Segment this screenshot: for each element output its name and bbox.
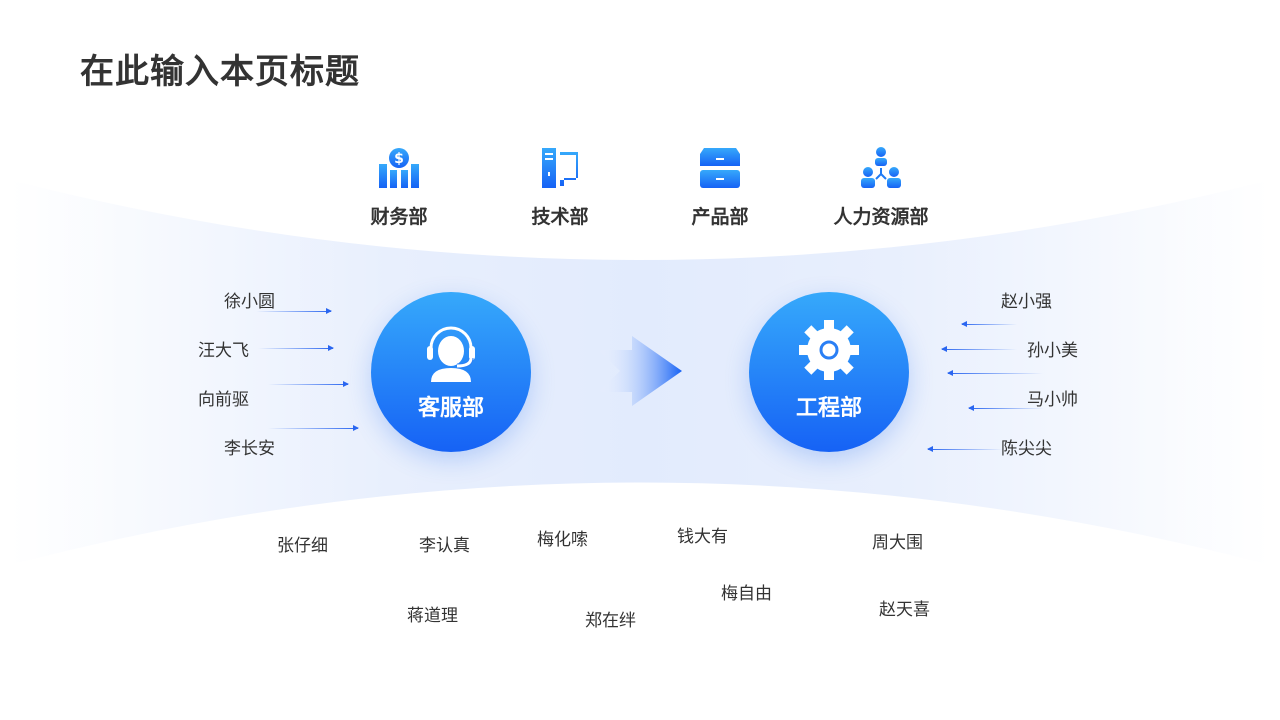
bottom-name: 赵天喜 [879, 600, 930, 620]
right-name: 孙小美 [1027, 341, 1078, 361]
svg-text:$: $ [394, 151, 404, 167]
dept-label: 人力资源部 [833, 206, 929, 228]
bottom-name: 蒋道理 [407, 606, 458, 626]
right-name: 陈尖尖 [1001, 439, 1052, 459]
cabinet-icon [700, 148, 740, 188]
arrow-left [927, 446, 1003, 452]
bottom-name: 钱大有 [677, 527, 728, 547]
bottom-name: 郑在绊 [585, 611, 636, 631]
headset-icon [427, 326, 475, 382]
flow-arrow-icon [598, 336, 682, 406]
dept-product: 产品部 [650, 146, 790, 229]
right-name: 马小帅 [1027, 390, 1078, 410]
arrow-right [258, 345, 334, 351]
source-dept-label: 客服部 [417, 396, 484, 421]
arrow-right [268, 381, 349, 387]
bottom-name: 李认真 [419, 536, 470, 556]
arrow-right [268, 425, 359, 431]
source-dept-circle: 客服部 [371, 292, 531, 452]
computer-icon [542, 148, 578, 188]
dept-tech: 技术部 [490, 146, 630, 229]
gear-icon [799, 320, 859, 380]
bottom-name: 张仔细 [277, 536, 328, 556]
finance-icon: $ [379, 148, 419, 188]
page-title: 在此输入本页标题 [80, 52, 360, 92]
left-name: 徐小圆 [224, 292, 275, 312]
dept-finance: $ 财务部 [329, 146, 469, 229]
left-name: 李长安 [224, 439, 275, 459]
dept-hr: 人力资源部 [811, 146, 951, 229]
left-name: 汪大飞 [198, 341, 249, 361]
arrow-right [256, 308, 332, 314]
arrow-left [961, 321, 1017, 327]
left-name: 向前驱 [198, 390, 249, 410]
right-name: 赵小强 [1001, 292, 1052, 312]
bottom-name: 梅自由 [721, 584, 772, 604]
bottom-name: 周大围 [872, 533, 923, 553]
arrow-left [947, 370, 1043, 376]
arrow-left [968, 405, 1044, 411]
org-icon [861, 147, 901, 188]
dept-label: 财务部 [370, 206, 428, 228]
dept-label: 产品部 [691, 206, 749, 228]
arrow-left [941, 346, 1017, 352]
target-dept-label: 工程部 [795, 396, 862, 421]
bottom-name: 梅化嗦 [537, 530, 588, 550]
target-dept-circle: 工程部 [749, 292, 909, 452]
dept-label: 技术部 [531, 206, 589, 228]
